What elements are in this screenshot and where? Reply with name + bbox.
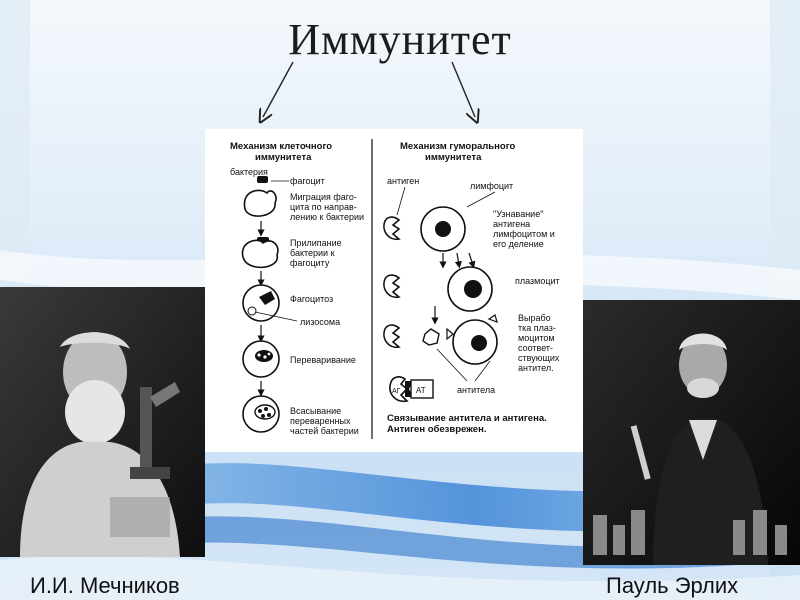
label-binding-2: Антиген обезврежен. <box>387 424 486 435</box>
plasmocyte-secreting <box>446 314 498 365</box>
label-ag: АГ <box>392 388 401 395</box>
label-phagocytosis: Фагоцитоз <box>290 294 333 304</box>
label-migration-1: Миграция фаго- <box>290 192 357 202</box>
phagocyte-step-4 <box>242 340 280 378</box>
label-recognition-4: его деление <box>493 239 544 249</box>
mechnikov-photo <box>0 287 205 557</box>
label-at: АТ <box>416 386 426 395</box>
antigen-icon-2 <box>383 274 401 299</box>
humoral-heading-1: Механизм гуморального <box>400 141 516 152</box>
label-absorption-3: частей бактерии <box>290 426 359 436</box>
label-lymphocyte: лимфоцит <box>470 181 513 191</box>
label-bacterium: бактерия <box>230 167 268 177</box>
ehrlich-photo <box>583 300 800 565</box>
cellular-heading-2: иммунитета <box>255 152 312 163</box>
label-phagocyte: фагоцит <box>290 176 325 186</box>
label-plasmocyte: плазмоцит <box>515 276 560 286</box>
antigen-icon-3 <box>383 324 401 349</box>
phagocyte-step-5 <box>242 395 280 433</box>
label-production-2: тка плаз- <box>518 323 556 333</box>
arrow-left-icon <box>263 61 294 117</box>
label-production-3: моцитом <box>518 333 555 343</box>
label-antibodies: антитела <box>457 385 495 395</box>
label-antigen: антиген <box>387 176 419 186</box>
label-lysosome: лизосома <box>300 317 340 327</box>
label-absorption-2: переваренных <box>290 416 351 426</box>
label-migration-3: лению к бактерии <box>290 212 364 222</box>
label-production-5: ствующих <box>518 353 560 363</box>
arrow-right-icon <box>451 61 475 117</box>
label-digestion: Переваривание <box>290 355 356 365</box>
label-production-6: антител. <box>518 363 554 373</box>
label-binding-1: Связывание антитела и антигена. <box>387 413 547 424</box>
caption-mechnikov: И.И. Мечников <box>30 573 180 598</box>
immunity-diagram: Механизм клеточного иммунитета бактерия … <box>205 129 583 452</box>
antigen-antibody-complex <box>389 376 434 403</box>
label-recognition-3: лимфоцитом и <box>493 229 555 239</box>
caption-ehrlich: Пауль Эрлих <box>606 573 739 598</box>
antigen-icon-1 <box>383 216 401 241</box>
plasmocyte-cell <box>447 266 493 312</box>
lymphocyte-cell <box>420 206 466 252</box>
label-production-1: Вырабо <box>518 313 551 323</box>
cellular-heading-1: Механизм клеточного <box>230 141 332 152</box>
phagocyte-step-1 <box>243 176 289 217</box>
label-recognition-1: "Узнавание" <box>493 209 543 219</box>
antibody-icon <box>422 328 440 346</box>
label-recognition-2: антигена <box>493 219 530 229</box>
phagocyte-step-2 <box>241 237 279 269</box>
label-adhesion-3: фагоциту <box>290 258 330 268</box>
page-title: Иммунитет <box>288 15 512 64</box>
phagocyte-step-3 <box>242 284 298 322</box>
label-absorption-1: Всасывание <box>290 406 341 416</box>
humoral-heading-2: иммунитета <box>425 152 482 163</box>
title-arrows <box>0 61 800 130</box>
label-production-4: соответ- <box>518 343 553 353</box>
label-adhesion-1: Прилипание <box>290 238 342 248</box>
label-migration-2: цита по направ- <box>290 202 357 212</box>
label-adhesion-2: бактерии к <box>290 248 335 258</box>
